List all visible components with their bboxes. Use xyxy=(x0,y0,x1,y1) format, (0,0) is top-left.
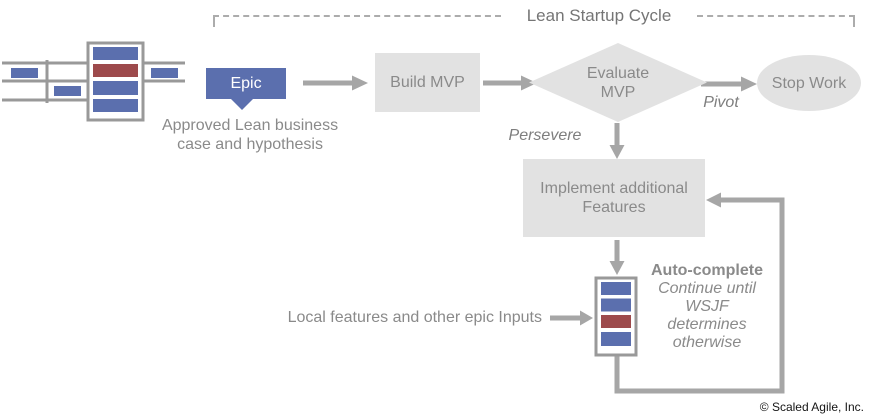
epic-tag-pointer xyxy=(231,99,253,110)
header-bracket-tick-left xyxy=(213,17,215,27)
implement-features-node: Implement additional Features xyxy=(523,159,705,237)
backlog-column-icon xyxy=(594,276,638,357)
arrow-local-features-to-backlog xyxy=(550,310,593,326)
feature-bar-blue xyxy=(11,68,38,78)
approved-business-case-caption: Approved Lean business case and hypothes… xyxy=(130,116,370,154)
backlog-bar-red xyxy=(601,315,631,328)
feature-bar-blue xyxy=(151,68,178,78)
backlog-bar-blue xyxy=(601,298,631,312)
arrow-build-to-evaluate xyxy=(483,75,537,91)
caption-line: case and hypothesis xyxy=(177,136,323,153)
feature-bar-blue xyxy=(54,86,81,96)
arrow-epic-to-build xyxy=(303,75,368,91)
stop-work-label: Stop Work xyxy=(771,74,847,92)
caption-line: Approved Lean business xyxy=(161,117,339,134)
evaluate-mvp-label-line: Evaluate xyxy=(586,64,650,82)
persevere-label: Persevere xyxy=(508,127,582,144)
arrow-implement-to-backlog xyxy=(609,240,625,275)
auto-complete-note: Auto-complete Continue until WSJF determ… xyxy=(637,262,777,352)
backlog-bar-blue xyxy=(601,332,631,346)
evaluate-mvp-label-line: MVP xyxy=(600,83,636,101)
epic-bar-red xyxy=(93,64,138,77)
header-dashed-line-right xyxy=(697,15,855,17)
arrow-persevere-to-implement xyxy=(609,123,625,159)
epic-tag-label: Epic xyxy=(230,74,262,92)
header-dashed-line-left xyxy=(213,15,501,17)
header-bracket-tick-right xyxy=(853,17,855,27)
build-mvp-node: Build MVP xyxy=(375,53,480,112)
implement-features-label-line: Implement additional xyxy=(540,180,688,197)
feedback-loop-arrow xyxy=(614,192,785,394)
arrow-pivot-to-stop-work xyxy=(701,76,757,92)
auto-complete-note-line: determines xyxy=(667,316,747,333)
epic-bar-blue xyxy=(93,47,138,60)
kanban-board-icon xyxy=(2,41,185,122)
auto-complete-title: Auto-complete xyxy=(651,262,763,279)
epic-bar-blue xyxy=(93,99,138,112)
auto-complete-note-line: otherwise xyxy=(672,334,742,351)
local-features-label: Local features and other epic Inputs xyxy=(287,309,542,326)
stop-work-node: Stop Work xyxy=(757,55,861,111)
backlog-bar-blue xyxy=(601,282,631,295)
auto-complete-note-line: WSJF xyxy=(685,298,729,315)
pivot-label: Pivot xyxy=(703,94,739,111)
auto-complete-note-line: Continue until xyxy=(658,280,756,297)
build-mvp-label: Build MVP xyxy=(390,74,465,91)
epic-tag: Epic xyxy=(206,68,286,110)
epic-bar-blue xyxy=(93,81,138,95)
diagram-title: Lean Startup Cycle xyxy=(526,6,672,25)
copyright-notice: © Scaled Agile, Inc. xyxy=(759,400,864,414)
implement-features-label-line: Features xyxy=(582,199,646,216)
